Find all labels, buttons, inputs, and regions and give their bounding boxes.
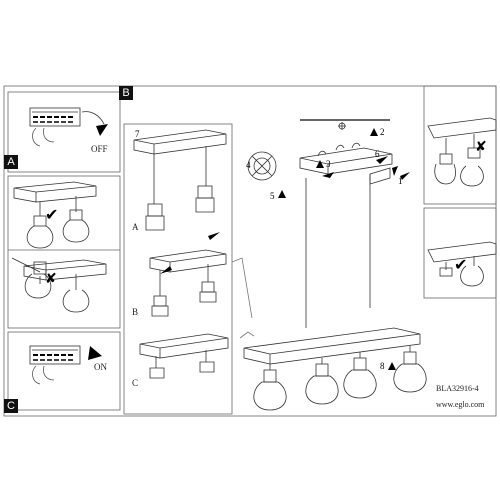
panel-label-c: C — [4, 399, 18, 413]
step-number-2: 2 — [380, 127, 385, 137]
arrow-icon — [400, 172, 410, 180]
step-number-1: 1 — [398, 176, 403, 186]
main-assembly — [239, 119, 427, 411]
arrow-icon — [278, 190, 286, 198]
panel-a-bulb-check — [7, 175, 121, 329]
website-link[interactable]: www.eglo.com — [436, 400, 485, 409]
cross-icon: ✘ — [475, 139, 487, 155]
step-number-6: 6 — [375, 149, 380, 159]
panel-b-switch-off — [7, 91, 121, 173]
check-icon: ✔ — [454, 255, 468, 274]
cross-icon: ✘ — [45, 271, 57, 287]
panel-right-cross — [423, 85, 497, 205]
panel-c-switch-on — [7, 331, 121, 411]
step-number-7: 7 — [135, 129, 140, 139]
step-number-3: 3 — [326, 159, 331, 169]
outer-frame — [3, 85, 497, 417]
arrow-icon — [376, 156, 388, 164]
arrow-icon — [392, 166, 398, 176]
arrow-icon — [96, 124, 108, 136]
arrow-icon — [388, 362, 396, 370]
step-number-4: 4 — [246, 160, 251, 170]
step-number-5: 5 — [270, 191, 275, 201]
panel-right-check — [423, 207, 497, 299]
arrow-icon — [160, 266, 172, 274]
arrow-icon — [208, 232, 220, 240]
product-code: BLA32916-4 — [436, 384, 479, 393]
arrow-icon — [322, 172, 334, 178]
switch-off-label: OFF — [91, 144, 108, 154]
step-number-8: 8 — [380, 361, 385, 371]
variant-label-c: C — [132, 378, 139, 388]
variant-label-b: B — [132, 307, 139, 317]
check-icon: ✔ — [45, 205, 59, 224]
switch-on-label: ON — [94, 362, 107, 372]
panel-label-b: B — [119, 86, 133, 100]
arrow-icon — [316, 160, 324, 168]
panel-label-a: A — [4, 155, 18, 169]
variant-label-a: A — [132, 222, 139, 232]
panel-7-variants — [123, 123, 253, 415]
arrow-icon — [88, 346, 102, 360]
arrow-icon — [370, 128, 378, 136]
